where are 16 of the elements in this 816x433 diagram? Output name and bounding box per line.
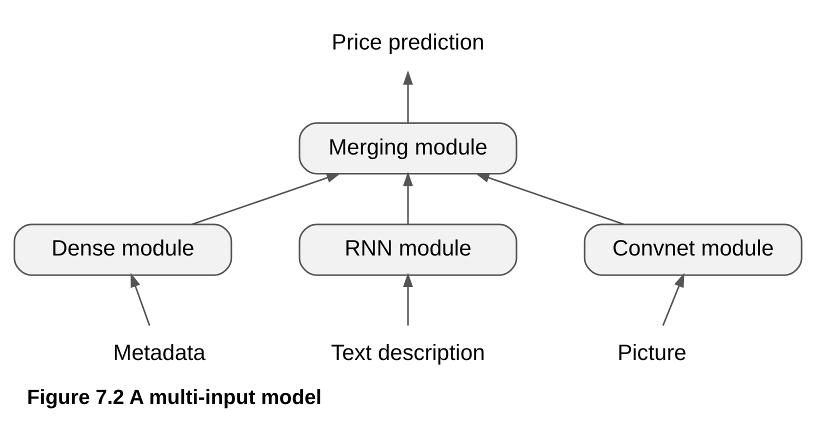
node-box: RNN module [298, 224, 518, 276]
arrow [662, 272, 684, 326]
node-box: Merging module [298, 122, 518, 175]
arrow [475, 173, 624, 226]
arrow [403, 172, 413, 224]
arrow [403, 70, 413, 123]
node-text: Text description [331, 340, 485, 366]
node-box: Dense module [14, 224, 232, 276]
node-text: Metadata [113, 340, 206, 366]
node-text: Picture [617, 340, 686, 366]
caption: Figure 7.2 A multi-input model [27, 386, 322, 410]
node-box: Convnet module [584, 224, 802, 276]
arrow [192, 173, 341, 226]
arrow [403, 272, 413, 326]
arrow [130, 272, 150, 326]
node-text: Price prediction [332, 30, 484, 55]
